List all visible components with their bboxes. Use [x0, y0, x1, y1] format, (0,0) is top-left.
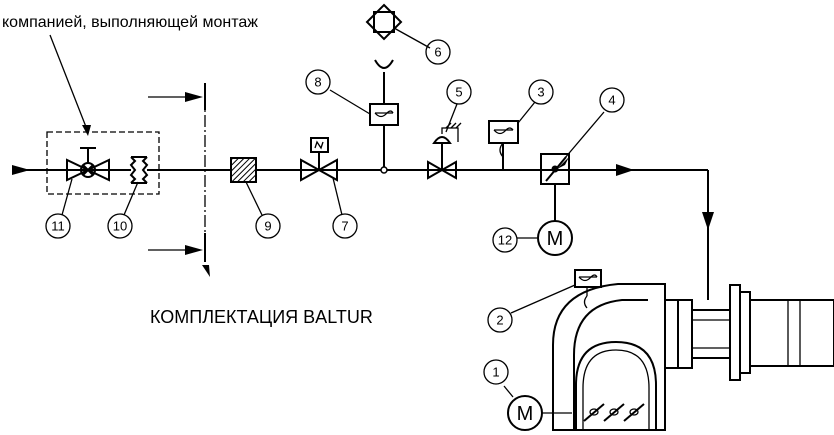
pressure-switch-icon [369, 103, 399, 126]
callout-12: 12 [492, 227, 518, 253]
callout-8: 8 [305, 69, 331, 95]
callout-10-number: 10 [113, 219, 127, 234]
callout-6-number: 6 [434, 45, 441, 60]
callout-1-number: 1 [492, 365, 499, 380]
supply-scope-label: КОМПЛЕКТАЦИЯ BALTUR [150, 307, 373, 327]
gas-filter-icon [230, 157, 257, 183]
callout-5-number: 5 [455, 85, 462, 100]
section-arrow-top-icon [185, 92, 203, 102]
callout-8-number: 8 [314, 75, 321, 90]
flow-arrow [616, 164, 634, 176]
installer-scope-label: компанией, выполняющей монтаж [2, 14, 258, 31]
actuator-motor-icon [537, 220, 573, 256]
branch-node [380, 166, 388, 174]
switch-link-icon [499, 142, 504, 158]
callout-9: 9 [255, 213, 281, 239]
callout-4: 4 [599, 87, 625, 113]
gas-pressure-switch-icon [488, 120, 519, 144]
section-arrow-bottom-icon [185, 245, 203, 255]
installer-leader-line [49, 34, 89, 133]
pressure-gauge-icon [365, 3, 403, 41]
callout-4-number: 4 [608, 93, 615, 108]
manual-valve-icon [66, 147, 110, 182]
inlet-arrow [12, 165, 30, 175]
solenoid-valve-icon [300, 137, 338, 182]
callout-9-number: 9 [264, 219, 271, 234]
gauge-connector-icon [374, 59, 394, 69]
installer-leader-arrow [82, 125, 91, 136]
burner-icon [552, 283, 834, 431]
callout-1: 1 [483, 359, 509, 385]
installer-scope-box [46, 131, 160, 195]
callout-7: 7 [332, 213, 358, 239]
callout-10: 10 [107, 213, 133, 239]
anti-vibration-joint-icon [129, 156, 149, 184]
fan-motor-symbol: M [517, 403, 534, 425]
callout-7-number: 7 [341, 219, 348, 234]
callout-6: 6 [425, 39, 451, 65]
callout-5: 5 [446, 79, 472, 105]
callout-3: 3 [528, 79, 554, 105]
downflow-arrow [702, 212, 714, 230]
callout-3-number: 3 [537, 85, 544, 100]
air-pressure-switch-icon [574, 269, 602, 309]
actuator-motor-symbol: M [547, 228, 564, 250]
callout-2: 2 [487, 307, 513, 333]
callout-11-number: 11 [51, 219, 65, 234]
pressure-regulator-icon [427, 122, 462, 180]
air-damper-blades-icon [583, 403, 645, 422]
callout-2-number: 2 [496, 313, 503, 328]
supply-leader-icon [202, 265, 210, 277]
callout-12-number: 12 [498, 233, 512, 248]
callout-11: 11 [45, 213, 71, 239]
